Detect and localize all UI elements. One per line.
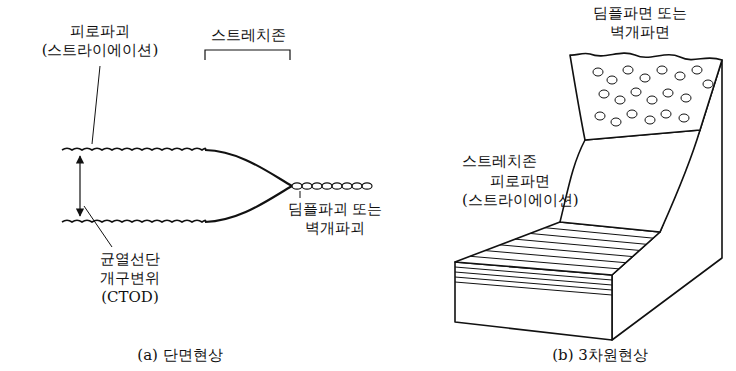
dimple: [681, 94, 691, 102]
dimple: [611, 118, 621, 126]
label: 딤플파괴 또는 벽개파괴: [283, 200, 388, 238]
dimple: [679, 114, 689, 122]
caption: (b) 3차원현상: [552, 346, 648, 365]
stretch-zone-curve: [205, 186, 292, 222]
leader-line: [92, 66, 100, 144]
leader-line: [300, 191, 301, 198]
fatigue-striation-line: [62, 220, 206, 222]
dimple-link: [292, 183, 302, 189]
label: 스트레치존: [211, 26, 286, 45]
striation: [530, 233, 646, 244]
dimple: [692, 66, 702, 74]
dimple: [645, 116, 655, 124]
dimple: [640, 74, 650, 82]
fracture-block: [455, 53, 722, 340]
caption: (a) 단면현상: [137, 346, 222, 365]
dimple: [593, 68, 603, 76]
dimple: [647, 96, 657, 104]
striation: [455, 282, 612, 295]
dimple: [599, 90, 609, 98]
dimple: [675, 72, 685, 80]
fatigue-striation-line: [62, 148, 206, 150]
dimple: [607, 76, 617, 84]
striation: [470, 256, 619, 269]
stretch-zone-curve: [205, 150, 292, 186]
dimple-surface: [570, 53, 722, 140]
ctod-arrow: [79, 156, 80, 216]
striation: [545, 228, 653, 238]
fatigue-surface: [455, 222, 660, 275]
dimple: [615, 96, 625, 104]
striation: [515, 239, 639, 250]
label: 균열선단 개구변위(CTOD): [100, 250, 160, 306]
dimple-link: [362, 183, 372, 189]
dimples: [593, 66, 713, 126]
dimple-link: [332, 183, 342, 189]
bracket: [205, 50, 290, 60]
dimple-link: [342, 183, 352, 189]
stretch-zone-surface: [560, 130, 700, 232]
dimple: [631, 88, 641, 96]
dimple: [661, 110, 671, 118]
dimple-link: [352, 183, 362, 189]
dimple: [623, 66, 633, 74]
striation-lines: [455, 228, 653, 295]
striation: [485, 251, 626, 263]
label: 피로파괴 (스트라이에이션): [42, 22, 159, 60]
striation: [500, 245, 633, 257]
dimple-chain: [292, 183, 372, 189]
leader-line: [84, 206, 112, 247]
dimple-link: [302, 183, 312, 189]
label: 피로파면 (스트라이에이션): [462, 172, 579, 210]
dimple-link: [322, 183, 332, 189]
dimple: [595, 112, 605, 120]
dimple: [703, 80, 713, 88]
dimple: [657, 66, 667, 74]
dimple: [627, 110, 637, 118]
label: 딤플파면 또는 벽개파면: [585, 4, 695, 42]
label: 스트레치존: [462, 152, 537, 171]
dimple: [663, 89, 673, 97]
dimple-link: [312, 183, 322, 189]
